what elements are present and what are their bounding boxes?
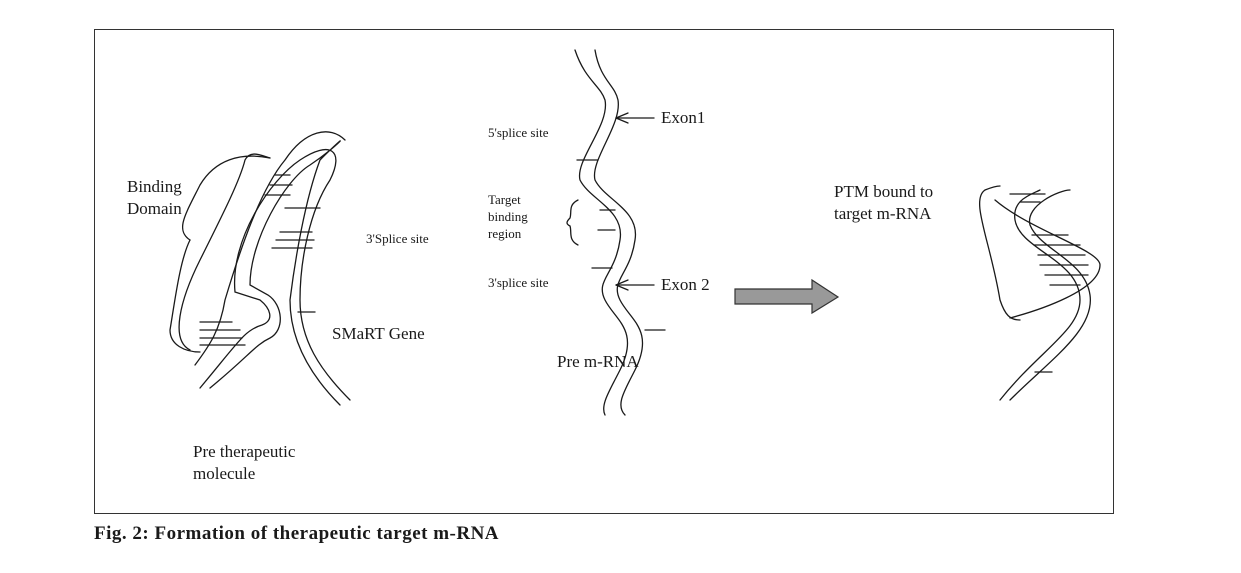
figure-frame [94, 29, 1114, 514]
brace-open [984, 185, 1001, 191]
strand [199, 149, 351, 401]
strand [1009, 189, 1091, 401]
label-ptm-bound: PTM bound to target m-RNA [834, 182, 934, 223]
label-3-splice-site-mid: 3'splice site [488, 275, 549, 290]
strand [574, 49, 629, 416]
label-pre-therapeutic: Pre therapeutic molecule [193, 442, 296, 483]
strand [178, 153, 271, 351]
label-binding-domain: Binding Domain [127, 177, 182, 218]
binding-domain-brace [169, 239, 201, 353]
ptm-bound-structure [978, 185, 1101, 401]
strand [999, 189, 1081, 401]
label-exon1: Exon1 [661, 108, 706, 127]
target-binding-brace [566, 199, 579, 246]
brace-open [978, 189, 1021, 321]
label-smart-gene: SMaRT Gene [332, 324, 425, 343]
pre-mrna-strand [566, 49, 666, 416]
strand [593, 49, 644, 416]
binding-domain-brace [181, 155, 271, 241]
strand [209, 140, 341, 406]
label-5-splice-site: 5'splice site [488, 125, 549, 140]
strand [994, 199, 1101, 319]
label-3-splice-site-left: 3'Splice site [366, 231, 429, 246]
label-pre-mrna: Pre m-RNA [557, 352, 639, 371]
label-target-binding-region: Target binding region [488, 192, 528, 241]
pre-therapeutic-molecule [169, 131, 351, 406]
process-arrow [734, 278, 840, 315]
figure-caption: Fig. 2: Formation of therapeutic target … [94, 523, 500, 544]
label-exon2: Exon 2 [661, 275, 710, 294]
